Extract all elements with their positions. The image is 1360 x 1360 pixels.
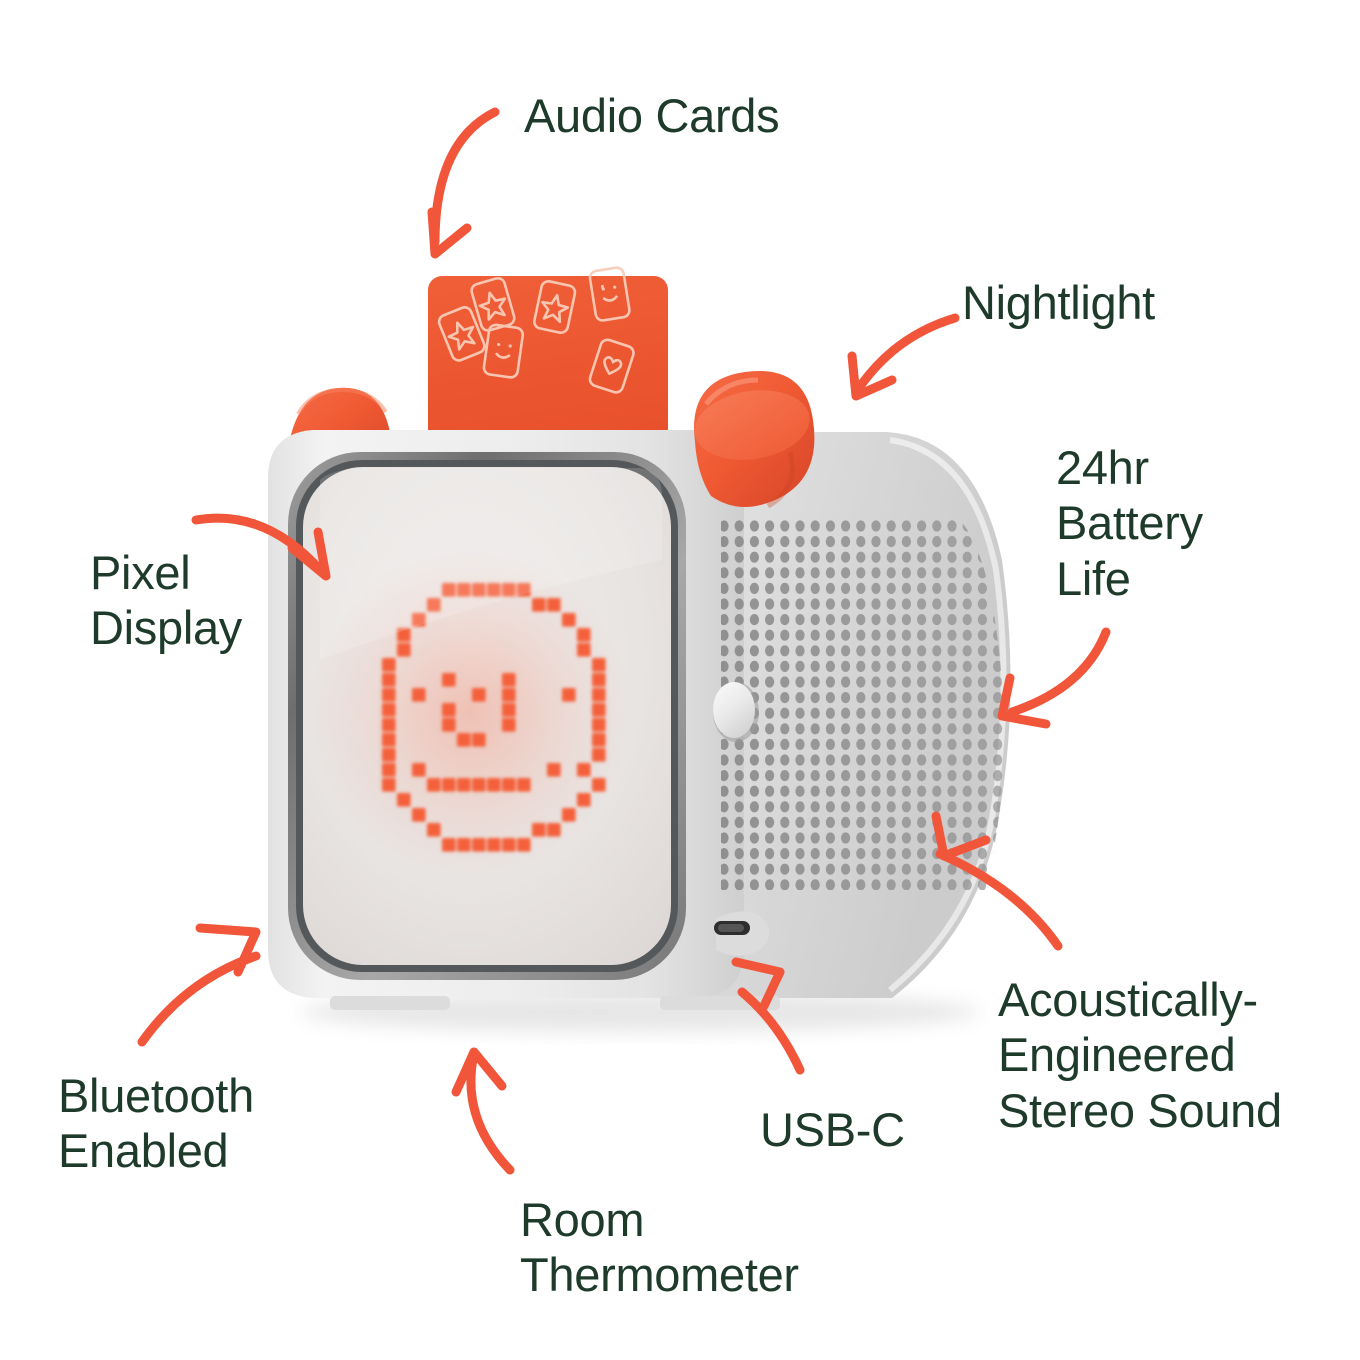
side-button[interactable] bbox=[713, 682, 759, 742]
label-usb-c: USB-C bbox=[760, 1103, 905, 1156]
label-nightlight: Nightlight bbox=[962, 276, 1155, 329]
pixel-art-face bbox=[382, 583, 606, 852]
label-audio-cards: Audio Cards bbox=[524, 89, 780, 142]
speaker-grille bbox=[721, 520, 1003, 890]
label-pixel-display: Pixel Display bbox=[90, 546, 243, 655]
pixel-display-screen[interactable] bbox=[288, 452, 686, 980]
nightlight-knob[interactable] bbox=[689, 371, 815, 509]
audio-card[interactable] bbox=[428, 266, 668, 452]
usb-c-port bbox=[714, 911, 770, 956]
label-battery-life: 24hr Battery Life bbox=[1056, 441, 1203, 605]
label-room-thermometer: Room Thermometer bbox=[520, 1193, 799, 1302]
device-ground-shadow bbox=[300, 992, 980, 1032]
label-bluetooth: Bluetooth Enabled bbox=[58, 1069, 254, 1178]
label-stereo-sound: Acoustically- Engineered Stereo Sound bbox=[998, 973, 1282, 1137]
